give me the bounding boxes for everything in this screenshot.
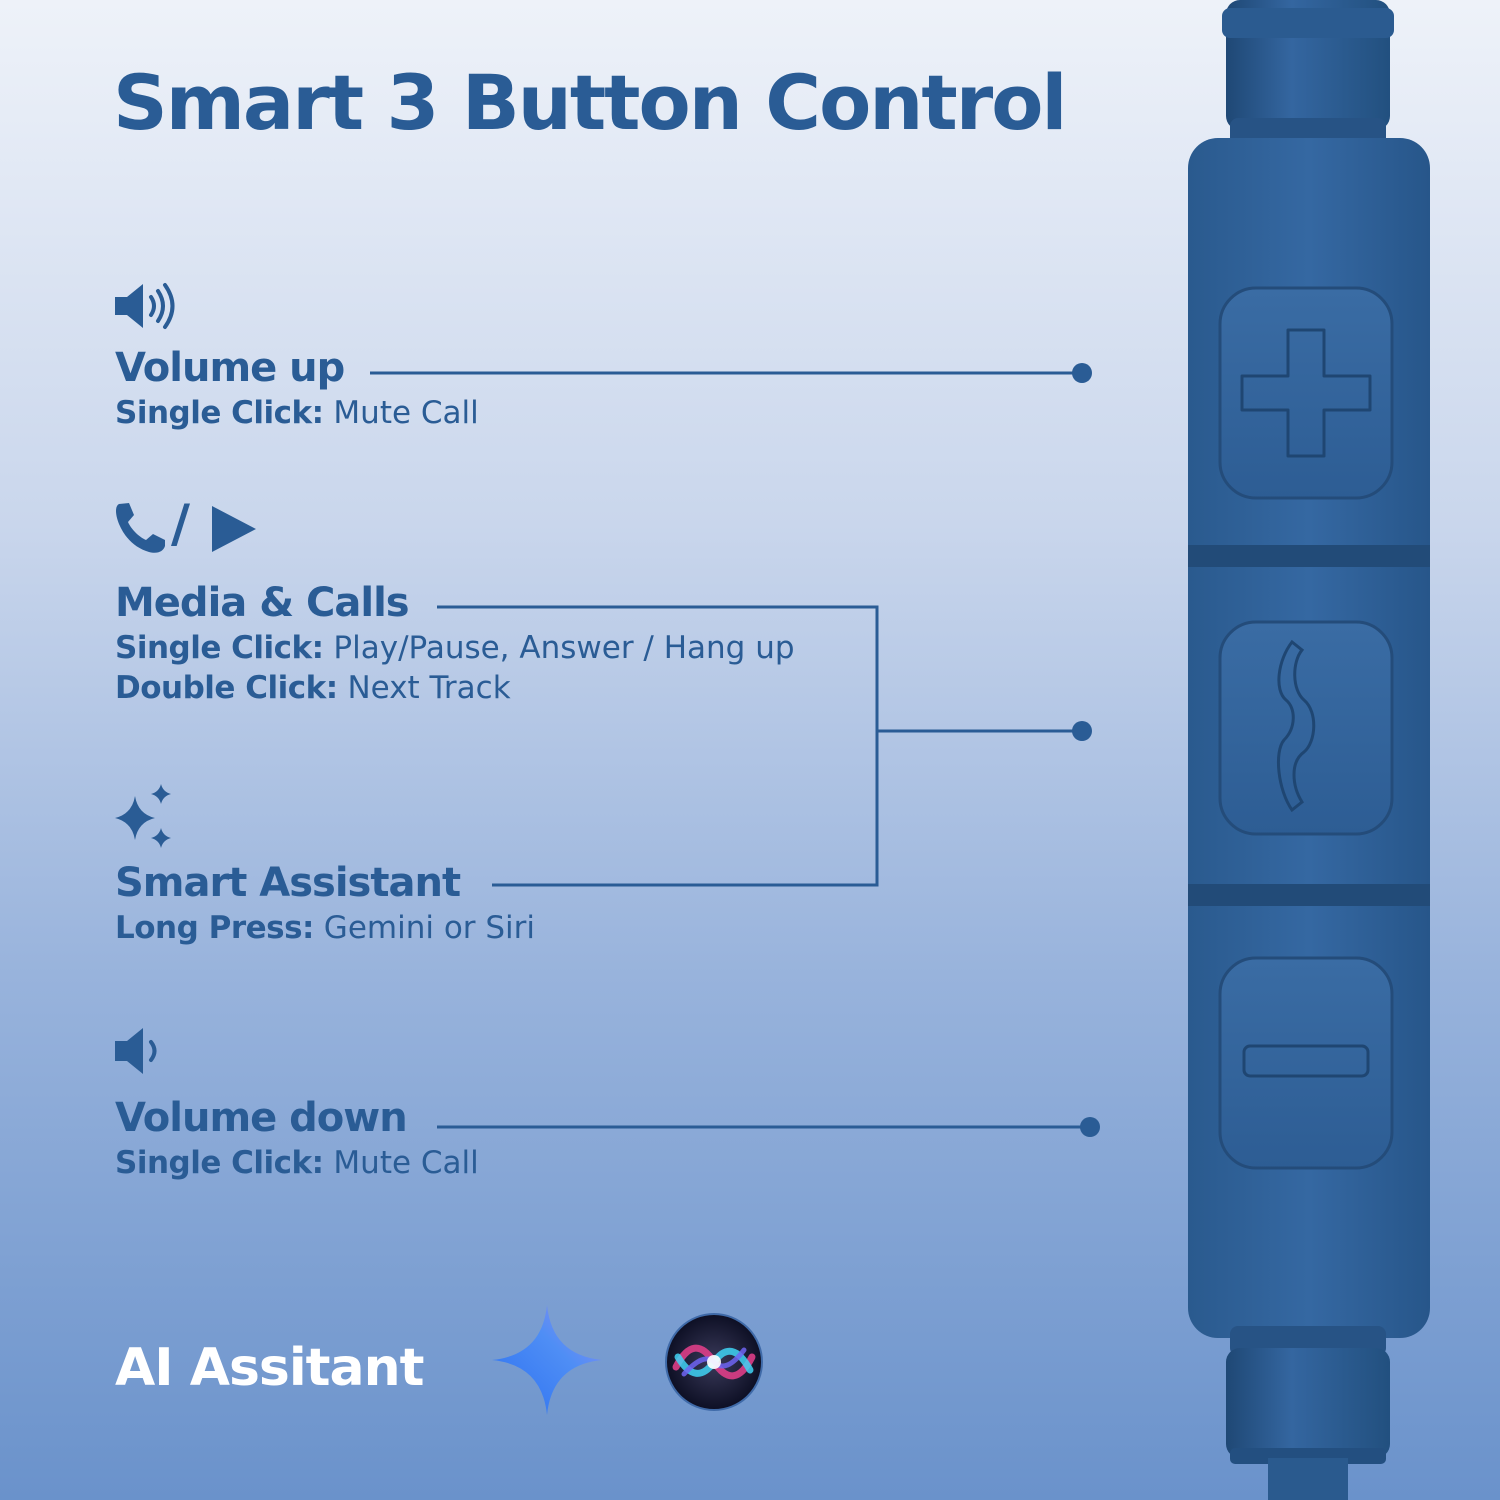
volume-up-dot <box>1072 363 1092 383</box>
volume-up-line: Single Click: Mute Call <box>115 395 479 431</box>
media-line-double: Double Click: Next Track <box>115 670 795 706</box>
phone-icon <box>1277 639 1316 813</box>
action-label: Single Click: <box>115 630 324 666</box>
minus-button <box>1218 956 1394 1170</box>
action-result: Mute Call <box>333 1145 479 1181</box>
speaker-low-icon <box>115 1028 157 1074</box>
media-calls-heading: Media & Calls <box>115 580 410 626</box>
action-label: Double Click: <box>115 670 338 706</box>
action-result: Next Track <box>347 670 511 706</box>
volume-up-section: Volume up Single Click: Mute Call <box>115 345 479 431</box>
assistant-line: Long Press: Gemini or Siri <box>115 910 535 946</box>
gemini-logo-icon <box>492 1305 602 1415</box>
media-dot <box>1072 721 1092 741</box>
action-result: Play/Pause, Answer / Hang up <box>333 630 795 666</box>
sparkles-icon <box>115 784 171 848</box>
media-calls-section: Media & Calls Single Click: Play/Pause, … <box>115 580 795 706</box>
action-result: Gemini or Siri <box>323 910 536 946</box>
icon-separator: / <box>171 494 190 554</box>
smart-assistant-heading: Smart Assistant <box>115 860 461 906</box>
volume-up-heading: Volume up <box>115 345 345 391</box>
minus-icon <box>1242 1044 1370 1078</box>
volume-down-dot <box>1080 1117 1100 1137</box>
plus-button <box>1218 286 1394 500</box>
volume-down-line: Single Click: Mute Call <box>115 1145 479 1181</box>
ai-assistant-label: AI Assitant <box>115 1338 424 1398</box>
plus-icon <box>1240 328 1372 458</box>
speaker-high-icon <box>115 283 175 329</box>
media-assistant-bracket <box>437 605 879 887</box>
play-icon <box>212 506 256 552</box>
action-label: Single Click: <box>115 1145 324 1181</box>
media-line-single: Single Click: Play/Pause, Answer / Hang … <box>115 630 795 666</box>
page-title: Smart 3 Button Control <box>113 58 1067 147</box>
remote-control <box>1188 0 1430 1500</box>
volume-down-heading: Volume down <box>115 1095 408 1141</box>
siri-logo-icon <box>665 1313 763 1411</box>
smart-assistant-section: Smart Assistant Long Press: Gemini or Si… <box>115 860 535 946</box>
action-result: Mute Call <box>333 395 479 431</box>
volume-down-section: Volume down Single Click: Mute Call <box>115 1095 479 1181</box>
action-label: Long Press: <box>115 910 314 946</box>
action-label: Single Click: <box>115 395 324 431</box>
phone-icon <box>116 503 165 553</box>
phone-button <box>1218 620 1394 836</box>
